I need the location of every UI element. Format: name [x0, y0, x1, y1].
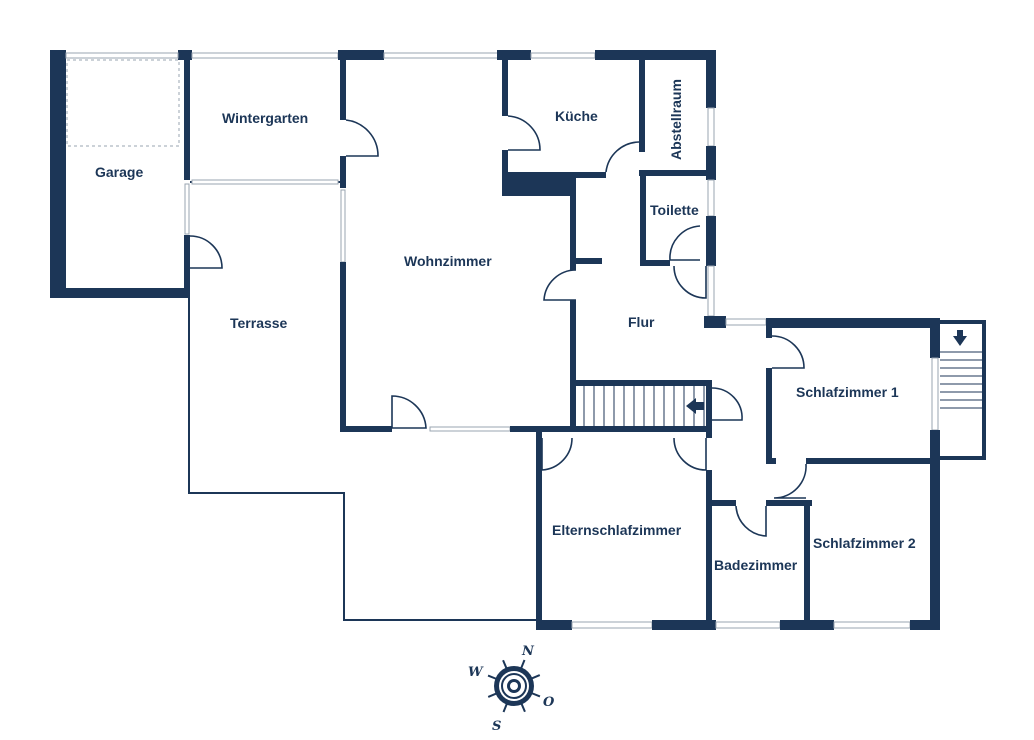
bottom-walls — [536, 430, 940, 630]
room-label-garage: Garage — [95, 164, 143, 180]
room-label-toilette: Toilette — [650, 202, 699, 218]
room-label-badezimmer: Badezimmer — [714, 557, 798, 573]
doors — [189, 115, 807, 537]
bedroom1-walls — [766, 318, 940, 630]
room-label-schlafzimmer2: Schlafzimmer 2 — [813, 535, 916, 551]
compass-west: W — [468, 665, 484, 680]
room-label-terrasse: Terrasse — [230, 315, 288, 331]
wintergarten-walls — [190, 50, 384, 263]
room-label-flur: Flur — [628, 314, 655, 330]
room-label-wintergarten: Wintergarten — [222, 110, 308, 126]
room-label-wohnzimmer: Wohnzimmer — [404, 253, 492, 269]
kueche-walls — [502, 60, 715, 266]
compass-east: O — [543, 695, 555, 710]
room-label-abstellraum: Abstellraum — [668, 79, 684, 160]
top-walls — [383, 50, 767, 328]
stairs-center — [572, 380, 712, 438]
room-label-schlafzimmer1: Schlafzimmer 1 — [796, 384, 899, 400]
room-label-elternschlafzimmer: Elternschlafzimmer — [552, 522, 682, 538]
stairs-right — [940, 320, 986, 460]
compass-north: N — [521, 644, 535, 659]
room-label-kueche: Küche — [555, 108, 598, 124]
flur-walls — [340, 178, 710, 432]
compass-icon: N O S W — [468, 644, 555, 734]
compass-south: S — [492, 719, 501, 734]
terrasse-outline — [188, 298, 536, 621]
garage-walls — [50, 50, 192, 298]
